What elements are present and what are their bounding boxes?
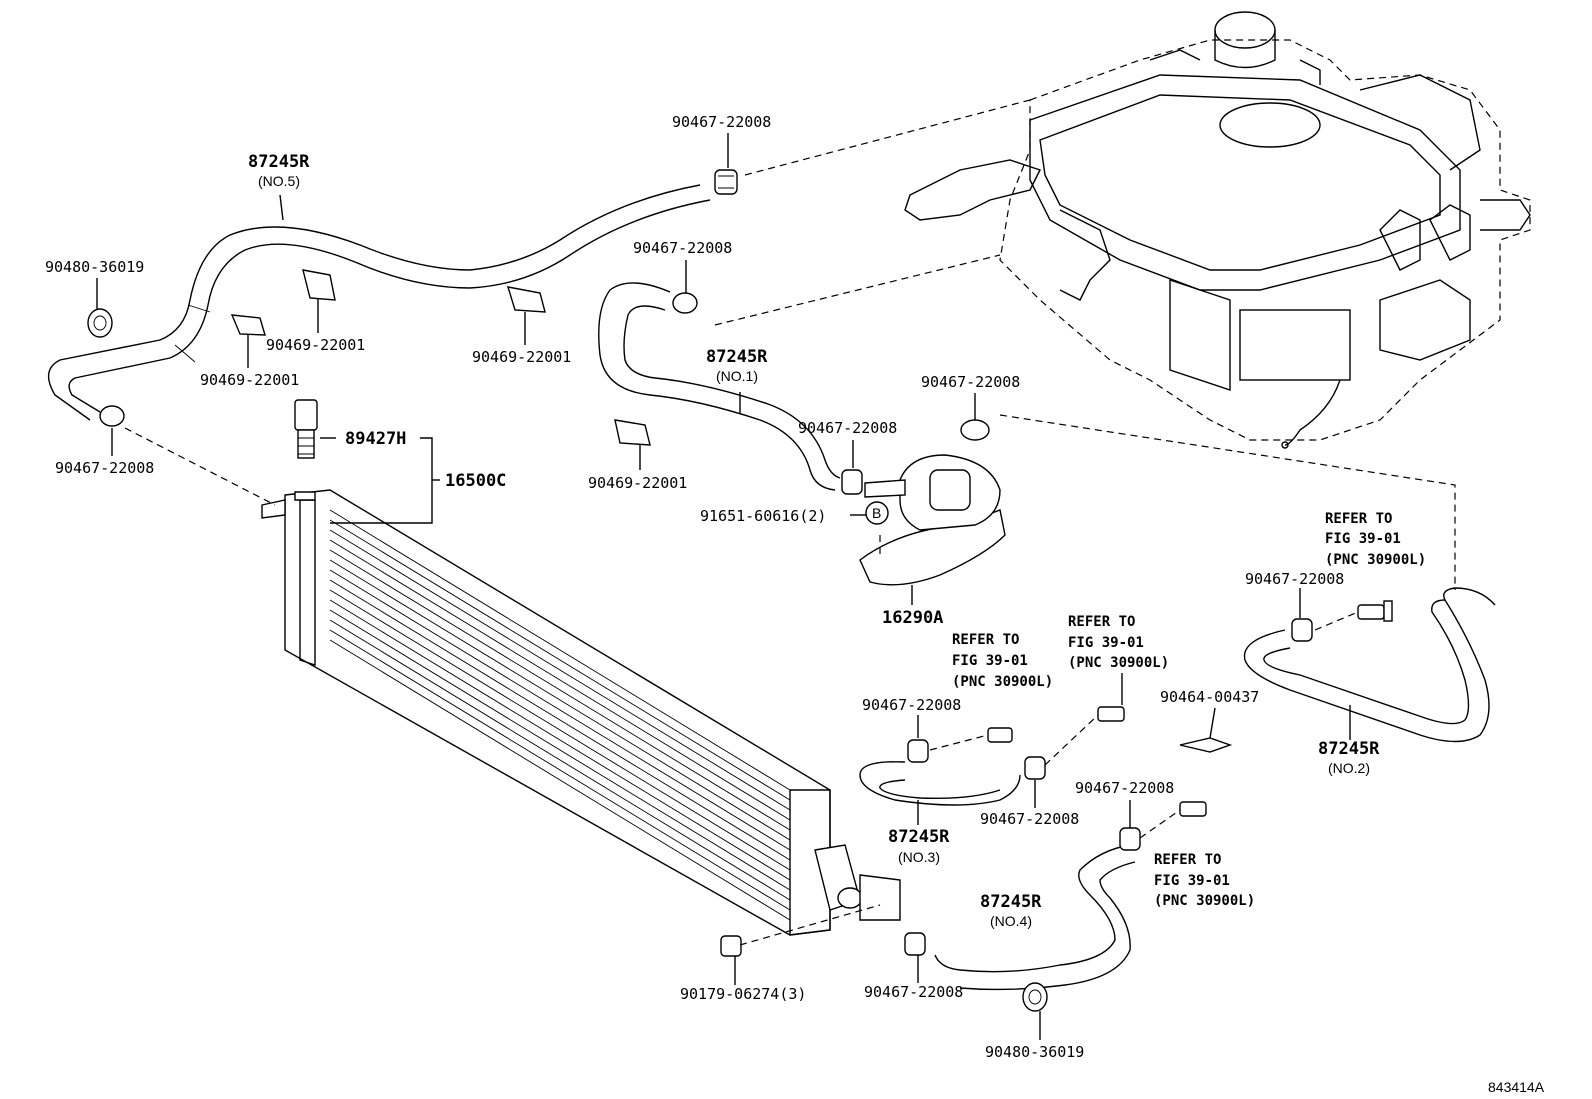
ref2-line2: FIG 39-01 — [1068, 635, 1144, 651]
label-nut[interactable]: 90179-06274(3) — [680, 985, 806, 1003]
clip-b-shape — [230, 314, 266, 336]
label-clamp-mid[interactable]: 90467-22008 — [633, 239, 732, 257]
label-hose-no2[interactable]: 87245R — [1318, 739, 1380, 759]
radiator — [261, 489, 901, 936]
fitting-no2 — [1357, 600, 1393, 622]
part-labels: 90467-22008 87245R (NO.5) 90480-36019 90… — [45, 113, 1545, 1095]
label-clamp-left[interactable]: 90467-22008 — [55, 459, 154, 477]
plug-bottom-shape — [1022, 982, 1048, 1012]
connection-lines — [124, 99, 1456, 946]
hose-no3 — [859, 761, 1021, 806]
ref4-line2: FIG 39-01 — [1154, 873, 1230, 889]
ref1-line3: (PNC 30900L) — [1325, 552, 1426, 568]
label-hose-no2-sub: (NO.2) — [1328, 760, 1370, 776]
label-pump[interactable]: 16290A — [882, 608, 943, 628]
label-clip-d[interactable]: 90469-22001 — [588, 474, 687, 492]
temp-sensor — [294, 399, 318, 459]
hose-no5 — [47, 184, 711, 421]
label-hose-no5-sub: (NO.5) — [258, 173, 300, 189]
ref4-line3: (PNC 30900L) — [1154, 893, 1255, 909]
fitting-no3-left — [987, 727, 1013, 743]
hose-no4 — [934, 844, 1136, 991]
label-clip-c[interactable]: 90469-22001 — [472, 348, 571, 366]
clamp-left-shape — [99, 405, 125, 427]
pump-marker — [865, 501, 889, 525]
clamp-no4-bottom-shape — [904, 932, 926, 956]
ref3-line2: FIG 39-01 — [952, 653, 1028, 669]
label-hose-no4[interactable]: 87245R — [980, 892, 1042, 912]
label-clamp-no4-top[interactable]: 90467-22008 — [1075, 779, 1174, 797]
label-plug-left[interactable]: 90480-36019 — [45, 258, 144, 276]
label-hose-no3-sub: (NO.3) — [898, 849, 940, 865]
ref3-line1: REFER TO — [952, 632, 1019, 648]
hose-no1 — [598, 282, 841, 491]
label-clamp-no4-bottom[interactable]: 90467-22008 — [864, 983, 963, 1001]
plug-left — [87, 308, 113, 338]
clamp-mid-shape — [672, 292, 698, 314]
ref4-line1: REFER TO — [1154, 852, 1221, 868]
figure-id: 843414A — [1488, 1079, 1545, 1095]
fitting-no4 — [1179, 801, 1207, 817]
label-clamp-no2[interactable]: 90467-22008 — [1245, 570, 1344, 588]
label-hose-no5[interactable]: 87245R — [248, 152, 310, 172]
label-bolt-pump[interactable]: 91651-60616(2) — [700, 507, 826, 525]
clamp-top — [714, 169, 738, 195]
label-clamp-no3-left[interactable]: 90467-22008 — [862, 696, 961, 714]
label-hose-no1-sub: (NO.1) — [716, 368, 758, 384]
label-hose-no4-sub: (NO.4) — [990, 913, 1032, 929]
ref3-line3: (PNC 30900L) — [952, 674, 1053, 690]
label-sensor[interactable]: 89427H — [345, 429, 406, 449]
leader-lines — [96, 133, 1351, 1040]
ref1-line1: REFER TO — [1325, 511, 1392, 527]
clamp-no2-shape — [1291, 618, 1313, 642]
clip-c-shape — [506, 286, 546, 313]
engine-assembly — [904, 11, 1531, 449]
ref1-line2: FIG 39-01 — [1325, 531, 1401, 547]
clamp-no4-top-shape — [1119, 827, 1141, 851]
label-clip-90464[interactable]: 90464-00437 — [1160, 688, 1259, 706]
hose-no2 — [1243, 587, 1496, 743]
clamp-no3-left-shape — [907, 739, 929, 763]
clip-d-shape — [614, 419, 651, 446]
ref2-line1: REFER TO — [1068, 614, 1135, 630]
label-clamp-no3-right[interactable]: 90467-22008 — [980, 810, 1079, 828]
clamp-no3-right-shape — [1024, 756, 1046, 780]
clip-a-shape — [302, 269, 336, 301]
ref2-line3: (PNC 30900L) — [1068, 655, 1169, 671]
clamp-pump-left-shape — [841, 469, 863, 495]
label-hose-no1[interactable]: 87245R — [706, 347, 768, 367]
label-clamp-top[interactable]: 90467-22008 — [672, 113, 771, 131]
label-clip-b[interactable]: 90469-22001 — [200, 371, 299, 389]
pump-marker-letter: B — [872, 505, 881, 521]
label-clip-a[interactable]: 90469-22001 — [266, 336, 365, 354]
label-clamp-pump-top[interactable]: 90467-22008 — [921, 373, 1020, 391]
water-pump — [859, 419, 1006, 586]
fitting-no3-right — [1097, 706, 1125, 722]
nut-shape — [720, 935, 742, 957]
clip-90464-shape — [1179, 737, 1233, 753]
label-hose-no3[interactable]: 87245R — [888, 827, 950, 847]
label-radiator[interactable]: 16500C — [445, 471, 506, 491]
label-clamp-pump-left[interactable]: 90467-22008 — [798, 419, 897, 437]
label-plug-bottom[interactable]: 90480-36019 — [985, 1043, 1084, 1061]
